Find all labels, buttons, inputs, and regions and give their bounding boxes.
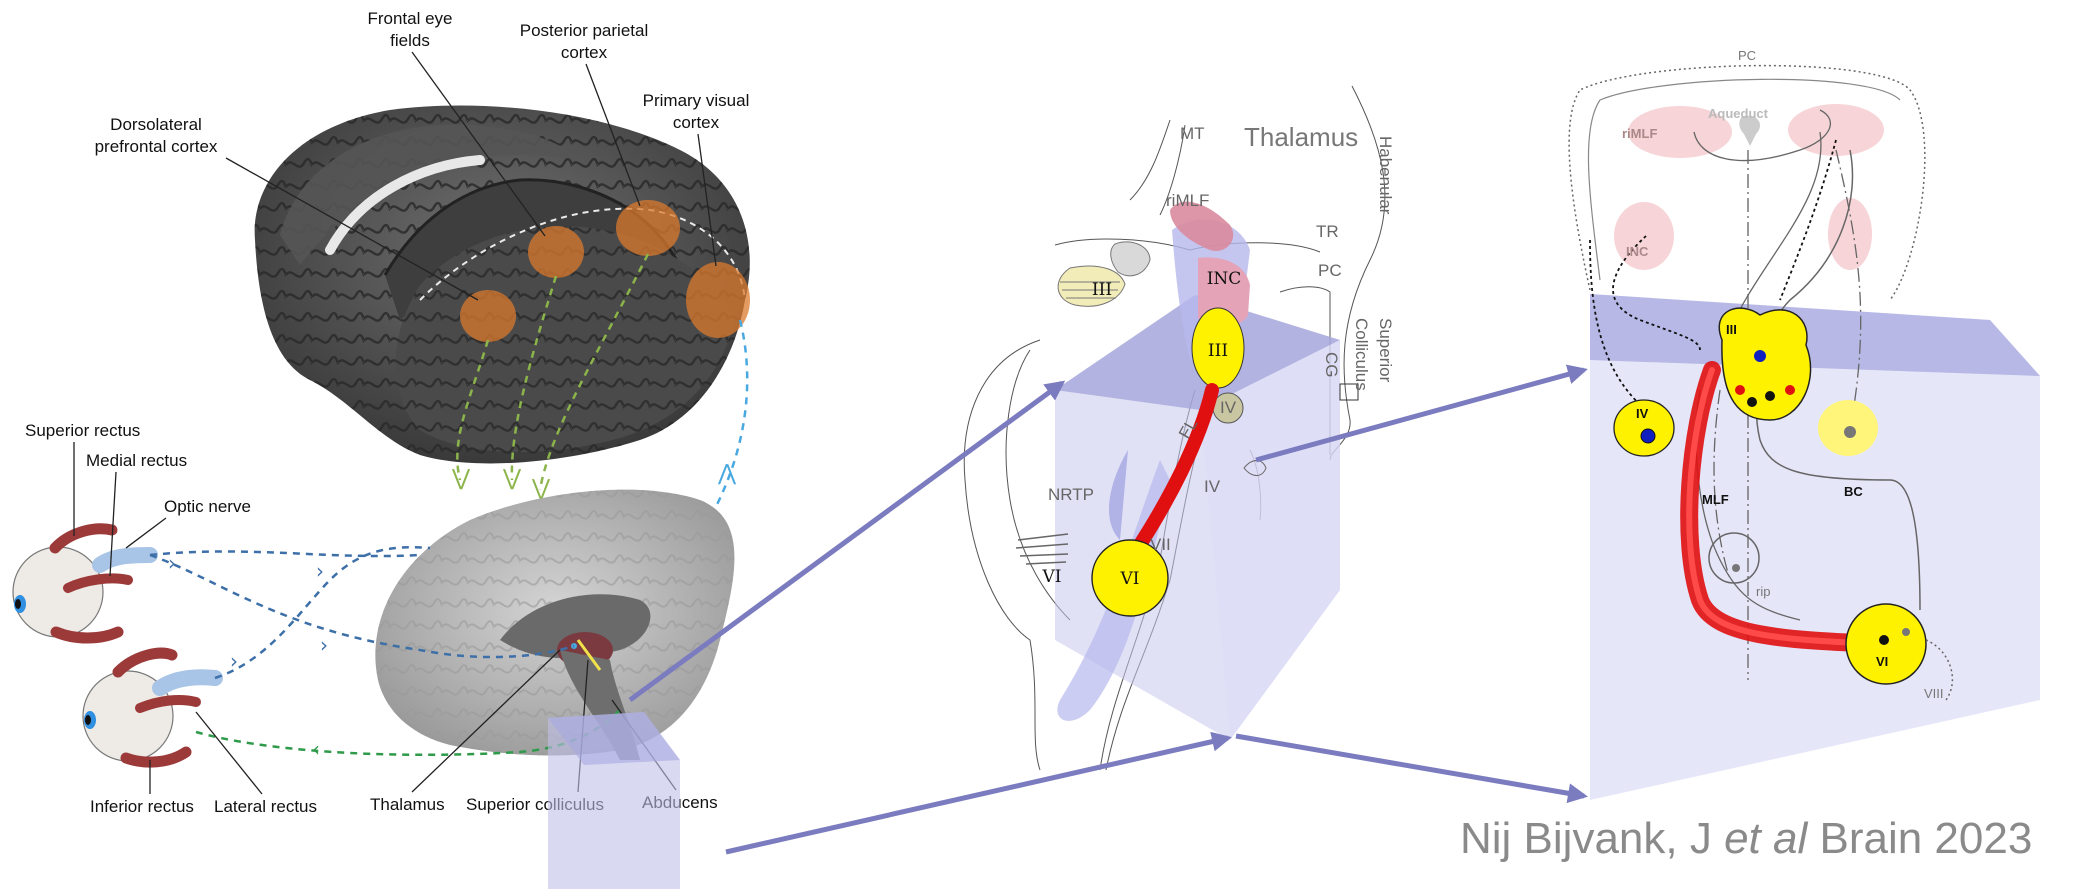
citation-journal: Brain 2023	[1807, 814, 2032, 863]
label-pc-right: PC	[1738, 48, 1756, 63]
label-rip: rip	[1756, 584, 1770, 599]
label-inc-mid: INC	[1207, 269, 1242, 289]
label-parietal-2: cortex	[561, 43, 608, 62]
label-iii-mid: III	[1208, 341, 1228, 361]
svg-text:›: ›	[320, 633, 328, 657]
label-rimlf-mid: riMLF	[1166, 191, 1209, 210]
label-sc-mid-1: Superior	[1376, 318, 1395, 383]
label-thalamus: Thalamus	[370, 795, 445, 814]
citation: Nij Bijvank, J et al Brain 2023	[1460, 814, 2032, 864]
cortex-spot-parietal	[616, 200, 680, 256]
label-vii: VII	[1150, 535, 1171, 554]
svg-text:‹: ‹	[312, 737, 320, 761]
label-visual-1: Primary visual	[643, 91, 750, 110]
right-cube	[1590, 294, 2040, 800]
arrow-to-middle-bottom	[726, 738, 1228, 852]
label-visual-2: cortex	[673, 113, 720, 132]
label-iii-mid-outer: III	[1092, 280, 1112, 300]
svg-text:›: ›	[230, 649, 238, 673]
label-tr: TR	[1316, 222, 1339, 241]
label-vi-mid-outer: VI	[1042, 567, 1062, 587]
arrow-to-right-bottom	[1236, 736, 1584, 796]
svg-text:⋁: ⋁	[451, 466, 471, 491]
label-bc: BC	[1844, 484, 1863, 499]
cortex-spot-frontal-eye	[528, 226, 584, 278]
eye-lower	[83, 653, 215, 762]
cortex-spot-dorsolateral	[460, 290, 516, 342]
label-iii-right: III	[1726, 322, 1737, 337]
label-inferior-rectus: Inferior rectus	[90, 797, 194, 816]
label-frontal-eye-1: Frontal eye	[367, 9, 452, 28]
label-parietal-1: Posterior parietal	[520, 21, 649, 40]
citation-author: Nij Bijvank, J	[1460, 814, 1724, 863]
label-vi-right: VI	[1876, 654, 1888, 669]
label-optic-nerve: Optic nerve	[164, 497, 251, 516]
label-iv-mid: IV	[1204, 477, 1221, 496]
label-rimlf-right: riMLF	[1622, 126, 1657, 141]
label-medial-rectus: Medial rectus	[86, 451, 187, 470]
label-vi-mid: VI	[1120, 569, 1140, 589]
label-pc-mid: PC	[1318, 261, 1342, 280]
label-sc-mid-2: Colliculus	[1352, 318, 1371, 391]
svg-text:›: ›	[168, 551, 176, 575]
label-cg: CG	[1322, 352, 1341, 378]
small-cube	[548, 712, 680, 889]
label-dorsolateral-2: prefrontal cortex	[95, 137, 218, 156]
label-nrtp: NRTP	[1048, 485, 1094, 504]
label-frontal-eye-2: fields	[390, 31, 430, 50]
label-mlf: MLF	[1702, 492, 1729, 507]
brain-3d	[255, 106, 750, 464]
label-aqueduct: Aqueduct	[1708, 106, 1769, 121]
label-thalamus-mid: Thalamus	[1244, 122, 1358, 152]
svg-text:⋁: ⋁	[502, 466, 522, 491]
label-mt: MT	[1180, 124, 1205, 143]
label-habenular: Habenular	[1376, 136, 1395, 215]
svg-text:⋀: ⋀	[717, 461, 737, 486]
label-dorsolateral-1: Dorsolateral	[110, 115, 202, 134]
label-iv-mid-nuc: IV	[1220, 398, 1237, 417]
label-iv-right: IV	[1636, 406, 1649, 421]
label-inc-right: INC	[1626, 244, 1649, 259]
label-lateral-rectus: Lateral rectus	[214, 797, 317, 816]
label-viii: VIII	[1924, 686, 1944, 701]
svg-text:›: ›	[316, 559, 324, 583]
label-superior-rectus: Superior rectus	[25, 421, 140, 440]
citation-etal: et al	[1724, 814, 1807, 863]
